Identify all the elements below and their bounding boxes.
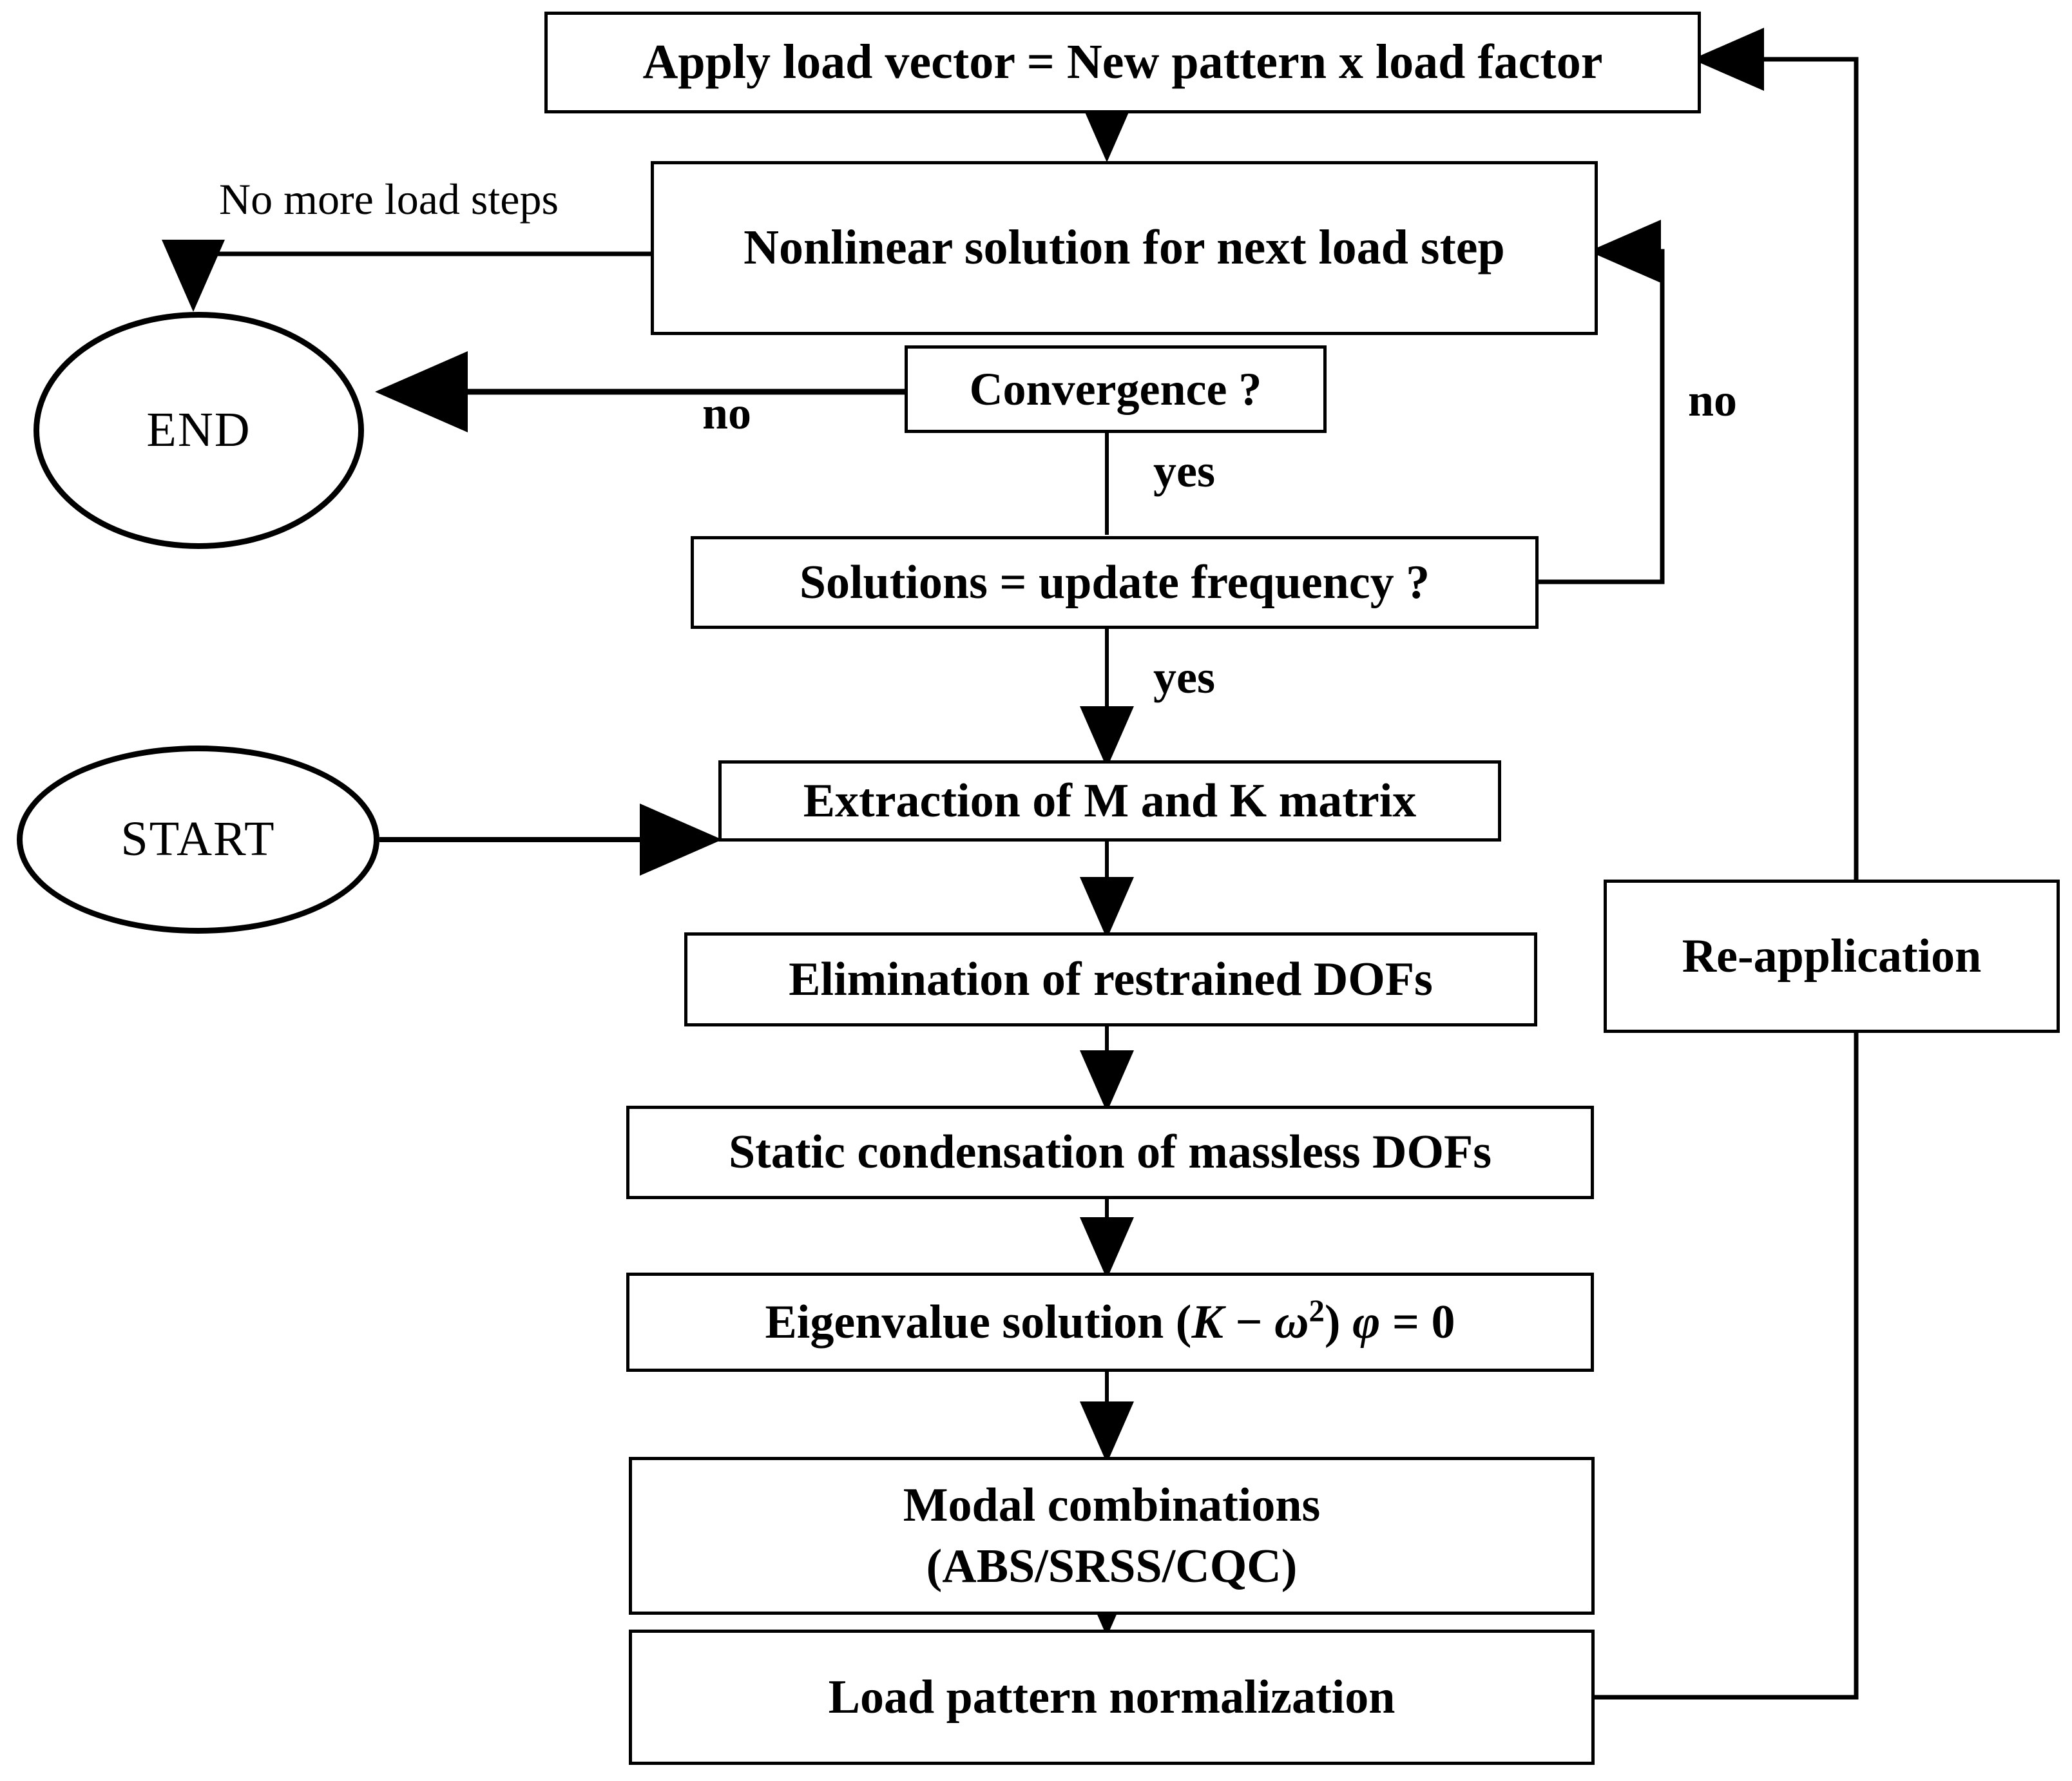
node-extraction-mk-matrix-label: Extraction of M and K matrix [803, 774, 1417, 827]
eigenvalue-open-paren: ( [1175, 1295, 1192, 1349]
eigenvalue-close-paren: ) [1324, 1295, 1341, 1349]
node-end[interactable]: END [34, 312, 364, 549]
eigenvalue-equals-zero: = 0 [1380, 1295, 1455, 1349]
node-load-pattern-normalization-label: Load pattern normalization [828, 1670, 1396, 1724]
eigenvalue-k-symbol: K [1191, 1295, 1223, 1349]
node-extraction-mk-matrix[interactable]: Extraction of M and K matrix [718, 760, 1501, 842]
node-eigenvalue-solution[interactable]: Eigenvalue solution (K − ω2) φ = 0 [626, 1273, 1594, 1372]
edge-label-no-more-load-steps-text: No more load steps [219, 175, 559, 224]
eigenvalue-minus: − [1223, 1295, 1274, 1349]
node-end-label: END [146, 403, 251, 457]
node-solutions-update-frequency[interactable]: Solutions = update frequency ? [691, 536, 1539, 629]
node-modal-combinations[interactable]: Modal combinations (ABS/SRSS/CQC) [629, 1457, 1595, 1615]
node-convergence-label: Convergence ? [969, 363, 1262, 415]
node-eigenvalue-solution-label: Eigenvalue solution (K − ω2) φ = 0 [765, 1292, 1455, 1353]
edge-label-yes-convergence-text: yes [1153, 445, 1215, 497]
node-modal-combinations-line1: Modal combinations [903, 1478, 1321, 1532]
node-apply-load-vector[interactable]: Apply load vector = New pattern x load f… [544, 12, 1701, 113]
node-solutions-update-frequency-label: Solutions = update frequency ? [799, 555, 1430, 609]
node-start[interactable]: START [17, 746, 379, 934]
eigenvalue-prefix: Eigenvalue solution [765, 1295, 1176, 1349]
node-static-condensation[interactable]: Static condensation of massless DOFs [626, 1106, 1594, 1199]
node-nonlinear-solution-label: Nonlinear solution for next load step [743, 220, 1505, 275]
edge-label-yes-convergence: yes [1153, 445, 1215, 498]
node-nonlinear-solution[interactable]: Nonlinear solution for next load step [651, 161, 1598, 335]
node-re-application-label: Re-application [1682, 929, 1982, 983]
node-modal-combinations-line2: (ABS/SRSS/CQC) [926, 1539, 1298, 1593]
eigenvalue-exponent: 2 [1309, 1292, 1325, 1328]
edge-loadpattern-to-apply [1595, 28, 1859, 1700]
edge-nonlinear-to-end [162, 240, 651, 312]
edge-label-no-convergence: no [702, 387, 751, 440]
node-load-pattern-normalization[interactable]: Load pattern normalization [629, 1630, 1595, 1765]
edge-label-no-convergence-text: no [702, 387, 752, 439]
edge-label-no-more-load-steps: No more load steps [219, 174, 559, 225]
node-convergence[interactable]: Convergence ? [905, 345, 1327, 433]
edge-label-yes-update-frequency-text: yes [1153, 651, 1215, 703]
node-start-label: START [120, 812, 276, 867]
node-re-application[interactable]: Re-application [1604, 880, 2060, 1033]
node-static-condensation-label: Static condensation of massless DOFs [728, 1126, 1492, 1179]
node-elimination-restrained-dofs-label: Elimination of restrained DOFs [789, 952, 1433, 1006]
edge-label-no-update-frequency: no [1688, 374, 1737, 427]
edge-label-yes-update-frequency: yes [1153, 651, 1215, 704]
node-apply-load-vector-label: Apply load vector = New pattern x load f… [642, 35, 1603, 90]
eigenvalue-omega-symbol: ω [1274, 1295, 1309, 1349]
eigenvalue-phi-symbol: φ [1340, 1295, 1381, 1349]
edge-label-no-update-frequency-text: no [1688, 374, 1738, 426]
node-elimination-restrained-dofs[interactable]: Elimination of restrained DOFs [684, 932, 1537, 1026]
